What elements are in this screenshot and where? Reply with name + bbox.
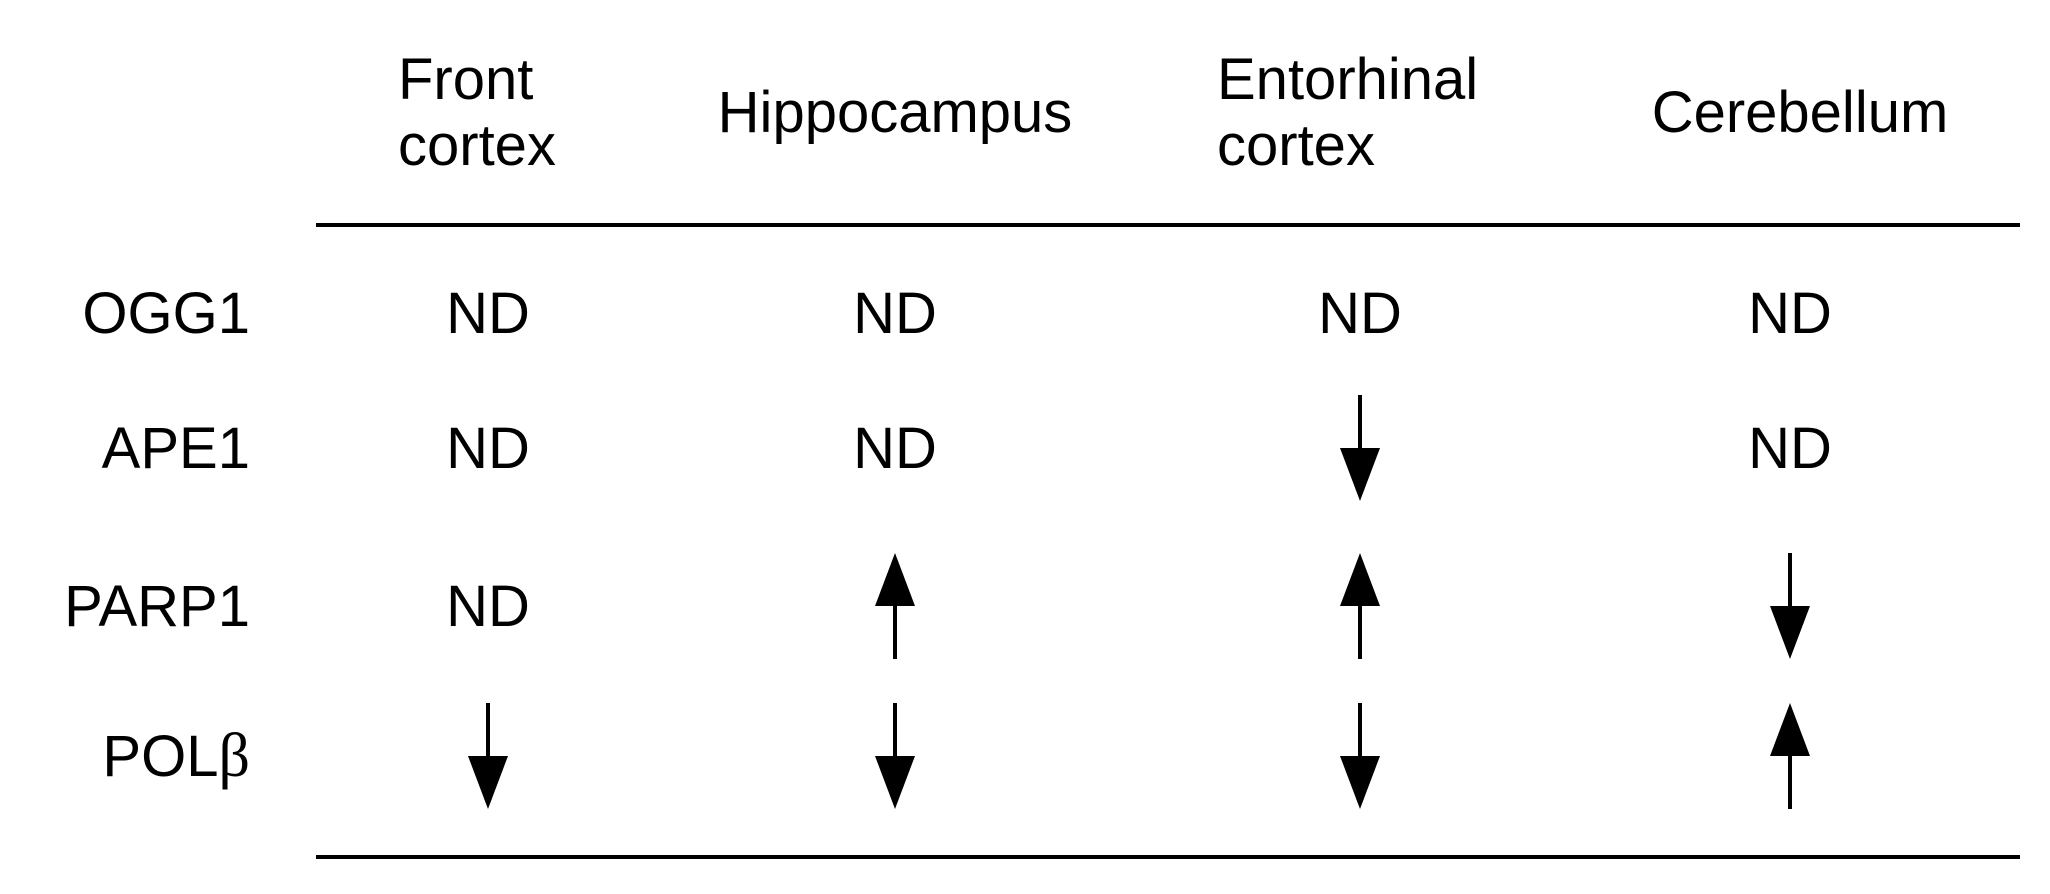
column-header-label: Entorhinal cortex <box>1217 47 1479 178</box>
column-header-entorhinal-cortex: Entorhinal cortex <box>1217 38 1547 188</box>
column-header-label: Front cortex <box>398 47 556 178</box>
column-header-front-cortex: Front cortex <box>398 38 618 188</box>
table-cell: ND <box>1660 253 1920 373</box>
table-cell: ND <box>358 546 618 666</box>
table-cell <box>1230 696 1490 816</box>
down-arrow-icon <box>1340 395 1380 501</box>
table-cell: ND <box>1660 388 1920 508</box>
cell-text: ND <box>446 573 530 639</box>
down-arrow-icon <box>1340 703 1380 809</box>
table-cell <box>765 696 1025 816</box>
cell-text: ND <box>1318 280 1402 346</box>
column-header-label: Cerebellum <box>1651 80 1949 145</box>
table-cell: ND <box>358 388 618 508</box>
cell-text: ND <box>446 280 530 346</box>
cell-text: ND <box>853 280 937 346</box>
column-header-cerebellum: Cerebellum <box>1570 38 2030 188</box>
row-header-parp1: PARP1 <box>20 566 250 646</box>
cell-text: ND <box>1748 280 1832 346</box>
table-cell <box>765 546 1025 666</box>
up-arrow-icon <box>875 553 915 659</box>
table-cell <box>1230 388 1490 508</box>
cell-text: ND <box>853 415 937 481</box>
up-arrow-icon <box>1770 703 1810 809</box>
table-cell <box>1230 546 1490 666</box>
column-header-label: Hippocampus <box>717 80 1073 145</box>
table-cell: ND <box>765 253 1025 373</box>
table-cell: ND <box>765 388 1025 508</box>
row-header-label: APE1 <box>101 415 250 481</box>
table-cell <box>1660 696 1920 816</box>
table-cell <box>358 696 618 816</box>
up-arrow-icon <box>1340 553 1380 659</box>
row-header-ape1: APE1 <box>20 408 250 488</box>
cell-text: ND <box>1748 415 1832 481</box>
down-arrow-icon <box>875 703 915 809</box>
row-header-label: OGG1 <box>82 280 250 346</box>
down-arrow-icon <box>468 703 508 809</box>
cell-text: ND <box>446 415 530 481</box>
table-bottom-rule <box>316 855 2020 859</box>
table-cell <box>1660 546 1920 666</box>
column-header-hippocampus: Hippocampus <box>655 38 1135 188</box>
row-header-label-main: POL <box>102 723 219 789</box>
row-header-ogg1: OGG1 <box>20 273 250 353</box>
row-header-label-beta: β <box>218 721 250 790</box>
row-header-label: PARP1 <box>64 573 250 639</box>
table-top-rule <box>316 223 2020 227</box>
table-cell: ND <box>1230 253 1490 373</box>
table-cell: ND <box>358 253 618 373</box>
down-arrow-icon <box>1770 553 1810 659</box>
